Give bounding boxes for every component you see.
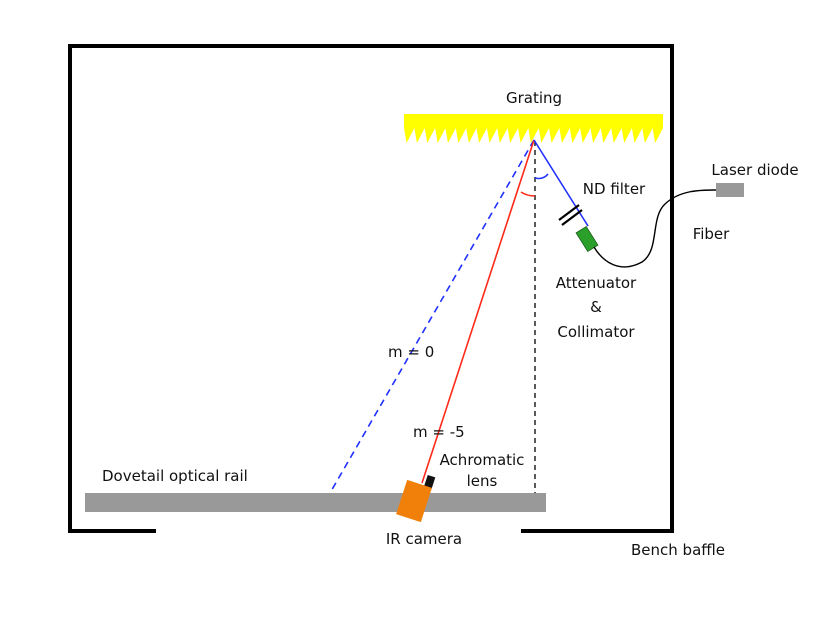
bench-baffle-frame bbox=[68, 44, 674, 533]
diffracted-beam bbox=[421, 139, 535, 484]
attenuator-label-line3: Collimator bbox=[557, 323, 635, 341]
grating bbox=[404, 114, 663, 143]
diffraction-angle-arc bbox=[520, 191, 536, 197]
attenuator-label-line2: & bbox=[590, 298, 602, 316]
attenuator-label-line1: Attenuator bbox=[555, 274, 637, 292]
fiber-label: Fiber bbox=[692, 225, 730, 243]
achromatic-lens bbox=[423, 474, 436, 490]
zero-order-beam bbox=[329, 139, 535, 494]
achromatic-lens-label-line2: lens bbox=[466, 472, 498, 490]
attenuator-collimator bbox=[575, 225, 599, 253]
dovetail-optical-rail bbox=[85, 493, 546, 512]
nd-filter bbox=[558, 204, 583, 226]
fiber bbox=[593, 189, 717, 268]
bench-baffle-label: Bench baffle bbox=[631, 541, 725, 559]
m0-label: m = 0 bbox=[388, 343, 435, 361]
ir-camera-label: IR camera bbox=[385, 530, 463, 548]
incident-beam bbox=[533, 139, 589, 227]
m5-label: m = -5 bbox=[413, 423, 465, 441]
laser-diode-label: Laser diode bbox=[711, 161, 799, 179]
grating-label: Grating bbox=[505, 89, 563, 107]
laser-diode bbox=[716, 183, 744, 197]
incident-angle-arc bbox=[534, 173, 549, 180]
achromatic-lens-label-line1: Achromatic bbox=[439, 451, 525, 469]
nd-filter-label: ND filter bbox=[582, 180, 646, 198]
ir-camera bbox=[396, 474, 436, 523]
rail-label: Dovetail optical rail bbox=[102, 467, 248, 485]
